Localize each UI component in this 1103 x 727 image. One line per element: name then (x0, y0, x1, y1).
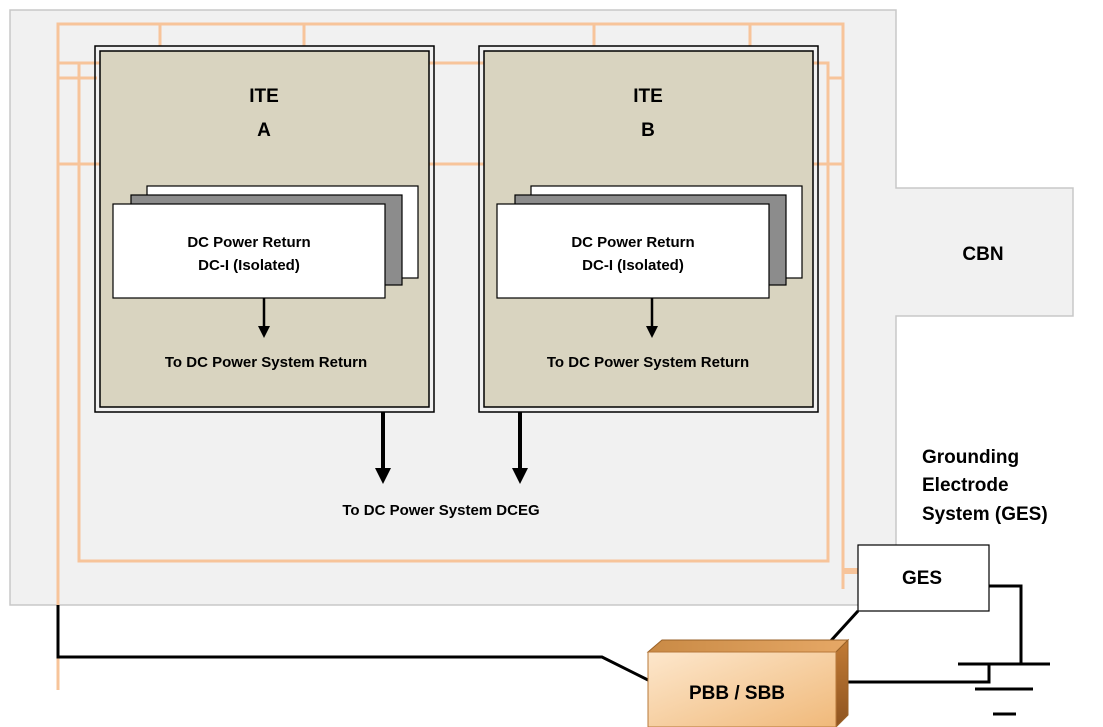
ite-a-title-line2: A (257, 120, 271, 141)
ground-conductors (56, 584, 1023, 684)
ite-b-return-label: To DC Power System Return (547, 354, 749, 371)
ite-b: ITE B DC Power Return DC-I (Isolated) To… (478, 45, 819, 413)
ite-b-module-line1: DC Power Return (571, 234, 694, 251)
ite-a-return-label: To DC Power System Return (165, 354, 367, 371)
grounding-label-line3: System (GES) (922, 504, 1048, 525)
ite-a-module-line2: DC-I (Isolated) (198, 257, 300, 274)
ges-box (857, 544, 990, 612)
ite-a-module-line1: DC Power Return (187, 234, 310, 251)
ges-box-label: GES (902, 568, 942, 589)
grounding-label-line1: Grounding (922, 447, 1019, 468)
pbb-sbb-label: PBB / SBB (689, 683, 785, 704)
ite-b-module-line2: DC-I (Isolated) (582, 257, 684, 274)
dceg-arrow-b (512, 468, 528, 484)
cbn-label: CBN (962, 244, 1003, 265)
ite-b-title-line1: ITE (633, 86, 663, 107)
ite-a-module-card-front (112, 203, 386, 299)
grounding-label-line2: Electrode (922, 475, 1009, 496)
ite-b-title-line2: B (641, 120, 655, 141)
dceg-arrow-a (375, 468, 391, 484)
ite-a-title-line1: ITE (249, 86, 279, 107)
earth-ground-icon (958, 662, 1050, 716)
ite-a: ITE A DC Power Return DC-I (Isolated) To… (94, 45, 435, 413)
ite-a-return-arrow (258, 326, 270, 338)
dceg-label: To DC Power System DCEG (342, 502, 539, 519)
ite-b-return-arrow (646, 326, 658, 338)
pbb-sbb-bar: PBB / SBB (646, 638, 850, 727)
ite-b-module-card-front (496, 203, 770, 299)
